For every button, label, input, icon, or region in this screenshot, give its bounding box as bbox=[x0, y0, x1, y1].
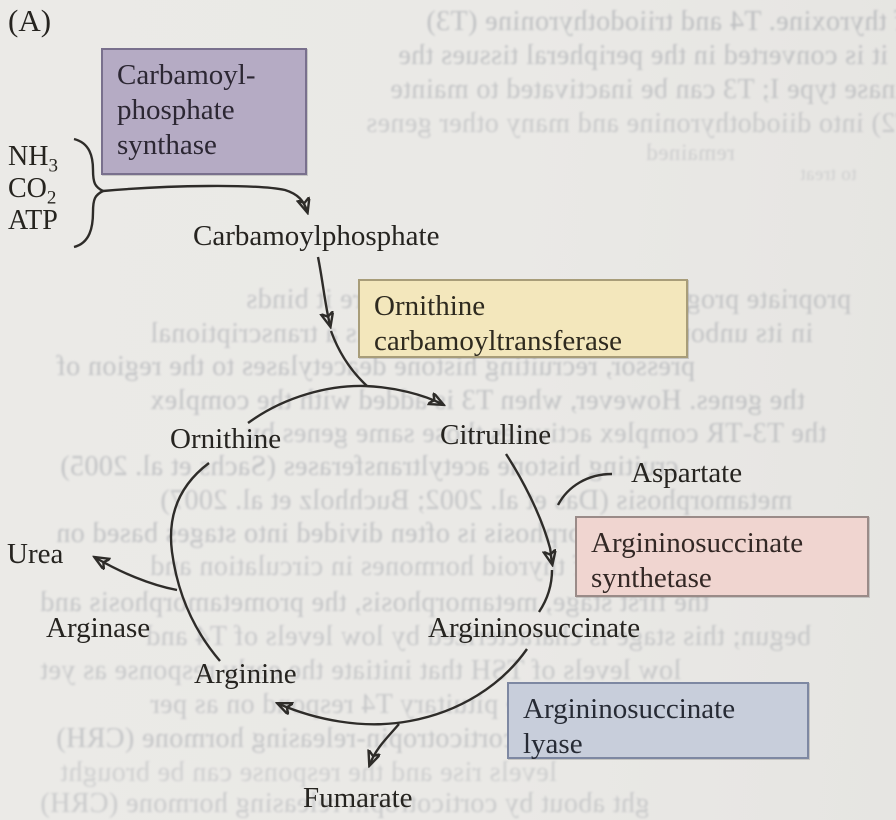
arrow-ornithine-to-citrulline bbox=[247, 384, 442, 424]
arrow-carbamoylphosphate-down bbox=[316, 256, 330, 325]
metabolite-label-arginine: Arginine bbox=[194, 658, 297, 690]
metabolite-label-ornithine: Ornithine bbox=[170, 423, 282, 455]
panel-label: (A) bbox=[8, 3, 52, 38]
arrow-inputs-to-carbamoylphosphate bbox=[102, 184, 307, 211]
enzyme-box-argininosuccinate-synthetase: Argininosuccinate synthetase bbox=[575, 516, 869, 597]
metabolite-label-aspartate: Aspartate bbox=[631, 457, 743, 489]
bleedthrough-line: cruiting histone acetyltransferases (Sac… bbox=[60, 451, 679, 482]
arrow-citrulline-to-argininosuccinate bbox=[504, 453, 552, 563]
bleedthrough-line: metamorphosis (Das et al. 2002; Buchholz… bbox=[160, 485, 793, 516]
bleedthrough-line: the genes. However, when T3 is added wit… bbox=[150, 385, 805, 416]
input-atp: ATP bbox=[8, 205, 58, 237]
input-co2: CO2 bbox=[8, 173, 57, 209]
enzyme-box-ornithine-carbamoyltransferase: Ornithine carbamoyltransferase bbox=[358, 279, 688, 358]
bleedthrough-line: to treat bbox=[800, 164, 857, 185]
line-aspartate-join bbox=[556, 472, 613, 506]
enzyme-box-argininosuccinate-lyase: Argininosuccinate lyase bbox=[507, 682, 809, 760]
enzyme-box-carbamoyl-phosphate-synthase: Carbamoyl- phosphate synthase bbox=[101, 48, 307, 175]
bleedthrough-line: remained bbox=[646, 140, 735, 165]
substrate-inputs: NH3 CO2 ATP bbox=[8, 141, 58, 238]
input-nh3: NH3 bbox=[8, 141, 58, 177]
bleedthrough-line: Metabolism of thyroxine. T4 and triiodot… bbox=[426, 6, 896, 37]
arc-arginine-to-ornithine bbox=[169, 462, 221, 662]
arrow-citrulline-join-tail bbox=[538, 569, 554, 613]
arrow-branch-to-urea bbox=[96, 558, 178, 592]
metabolite-label-urea: Urea bbox=[7, 538, 64, 570]
bleedthrough-line: a prohormone; it is converted in the per… bbox=[398, 40, 896, 71]
arrow-argininosuccinate-to-arginine bbox=[279, 648, 528, 726]
metabolite-label-fumarate: Fumarate bbox=[303, 782, 413, 814]
arrow-branch-to-fumarate bbox=[370, 723, 400, 764]
inputs-brace-bracket bbox=[73, 137, 106, 249]
bleedthrough-line: one T4 by deiodinase type I; T3 can be i… bbox=[390, 74, 896, 105]
metabolite-label-argininosuccinate: Argininosuccinate bbox=[428, 612, 641, 644]
metabolite-label-citrulline: Citrulline bbox=[440, 419, 552, 451]
bleedthrough-line: ronines (T2) into diiodothyronine and ma… bbox=[366, 108, 896, 139]
enzyme-label-arginase: Arginase bbox=[46, 612, 151, 644]
metabolite-label-carbamoylphosphate: Carbamoylphosphate bbox=[193, 220, 440, 252]
